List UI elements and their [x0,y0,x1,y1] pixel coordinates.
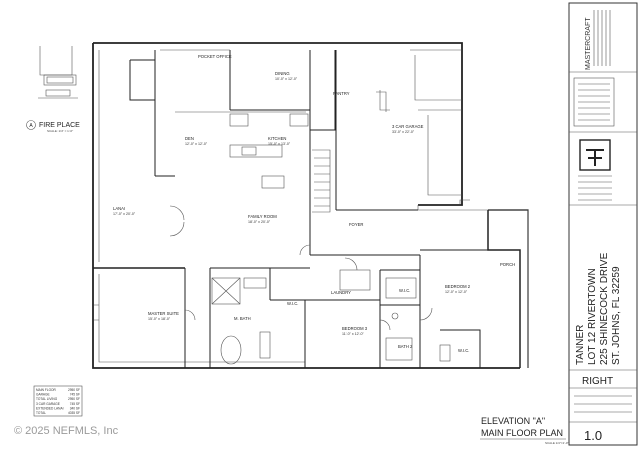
bath-fixtures [211,269,451,365]
room-area: 15'-0" x 13'-0" [268,142,291,146]
room-area: 10'-0" x 12'-0" [275,77,298,81]
area-row-value: 340 SF [70,406,80,410]
project-line3: 225 SHINECOCK DRIVE [599,252,610,365]
room-label: W.I.C. [458,348,469,353]
room-label: BEDROOM 2 [445,284,471,289]
area-row-label: MAIN FLOOR [36,388,57,392]
sheet-number: 1.0 [584,428,602,443]
room-area: 12'-0" x 12'-0" [445,290,468,294]
area-row-value: 4035 SF [68,411,80,415]
kitchen-fixtures [175,111,331,213]
room-label: PANTRY [333,91,350,96]
room-label: BATH 2 [398,344,413,349]
orientation-label: RIGHT [582,376,613,387]
room-area: 18'-0" x 20'-0" [248,220,271,224]
area-row-label: TOTAL LIVING [36,397,58,401]
room-label: PORCH [500,262,515,267]
area-row-value: 745 SF [70,402,80,406]
room-label: LANAI [113,206,125,211]
exterior-walls [92,42,529,369]
room-area: 15'-0" x 18'-0" [148,317,171,321]
room-label: DEN [185,136,194,141]
project-line2: LOT 12 RIVERTOWN [587,268,598,365]
area-row-value: 745 SF [70,393,80,397]
area-row-label: EXTENDED LANAI [36,406,64,410]
builder-badge [578,139,612,201]
project-line4: ST. JOHNS, FL 32259 [611,266,622,365]
room-label: M. BATH [234,316,251,321]
area-row-value: 2950 SF [68,397,80,401]
area-row-label: TOTAL [36,411,46,415]
area-row-label: 3 CAR GARAGE [36,402,60,406]
room-label: FAMILY ROOM [248,214,277,219]
company-logo-text: MASTERCRAFT [585,17,592,70]
area-table: MAIN FLOOR 2950 SF GARAGE 745 SF TOTAL LIVIN… [33,385,83,417]
fireplace-detail: A FIRE PLACE SCALE: 1/4" = 1'-0" [26,46,80,133]
room-area: 33'-0" x 22'-0" [392,130,415,134]
room-label: 3 CAR GARAGE [392,124,424,129]
area-row-value: 2950 SF [68,388,80,392]
detail-title: FIRE PLACE [39,122,80,129]
room-area: 11'-0" x 12'-0" [342,332,365,336]
room-label: LAUNDRY [331,290,351,295]
doors [94,91,470,331]
room-label: BEDROOM 3 [342,326,368,331]
interior-walls [129,49,488,368]
room-label: DINING [275,71,290,76]
room-label: POCKET OFFICE [198,54,232,59]
room-label: MASTER SUITE [148,311,179,316]
title-block: MASTERCRAFT TANNER LOT 12 RIVERTOWN 225 … [568,2,638,446]
plan-title: MAIN FLOOR PLAN [481,428,563,438]
room-area: 17'-0" x 20'-0" [113,212,136,216]
detail-marker: A [29,123,33,129]
detail-marker-circle [26,120,36,130]
company-logo: MASTERCRAFT [585,10,611,70]
plan-scale: SCALE 1/4"=1'-0" [545,441,569,445]
room-label: W.I.C. [399,288,410,293]
detail-scale: SCALE: 1/4" = 1'-0" [47,129,73,133]
room-label: FOYER [349,222,363,227]
room-area: 12'-0" x 12'-0" [185,142,208,146]
elevation-title: ELEVATION "A" [481,416,545,426]
room-label: KITCHEN [268,136,286,141]
watermark-text: © 2025 NEFMLS, Inc [14,425,119,437]
room-label: W.I.C. [287,301,298,306]
project-line1: TANNER [575,325,586,365]
area-row-label: GARAGE [36,393,50,397]
